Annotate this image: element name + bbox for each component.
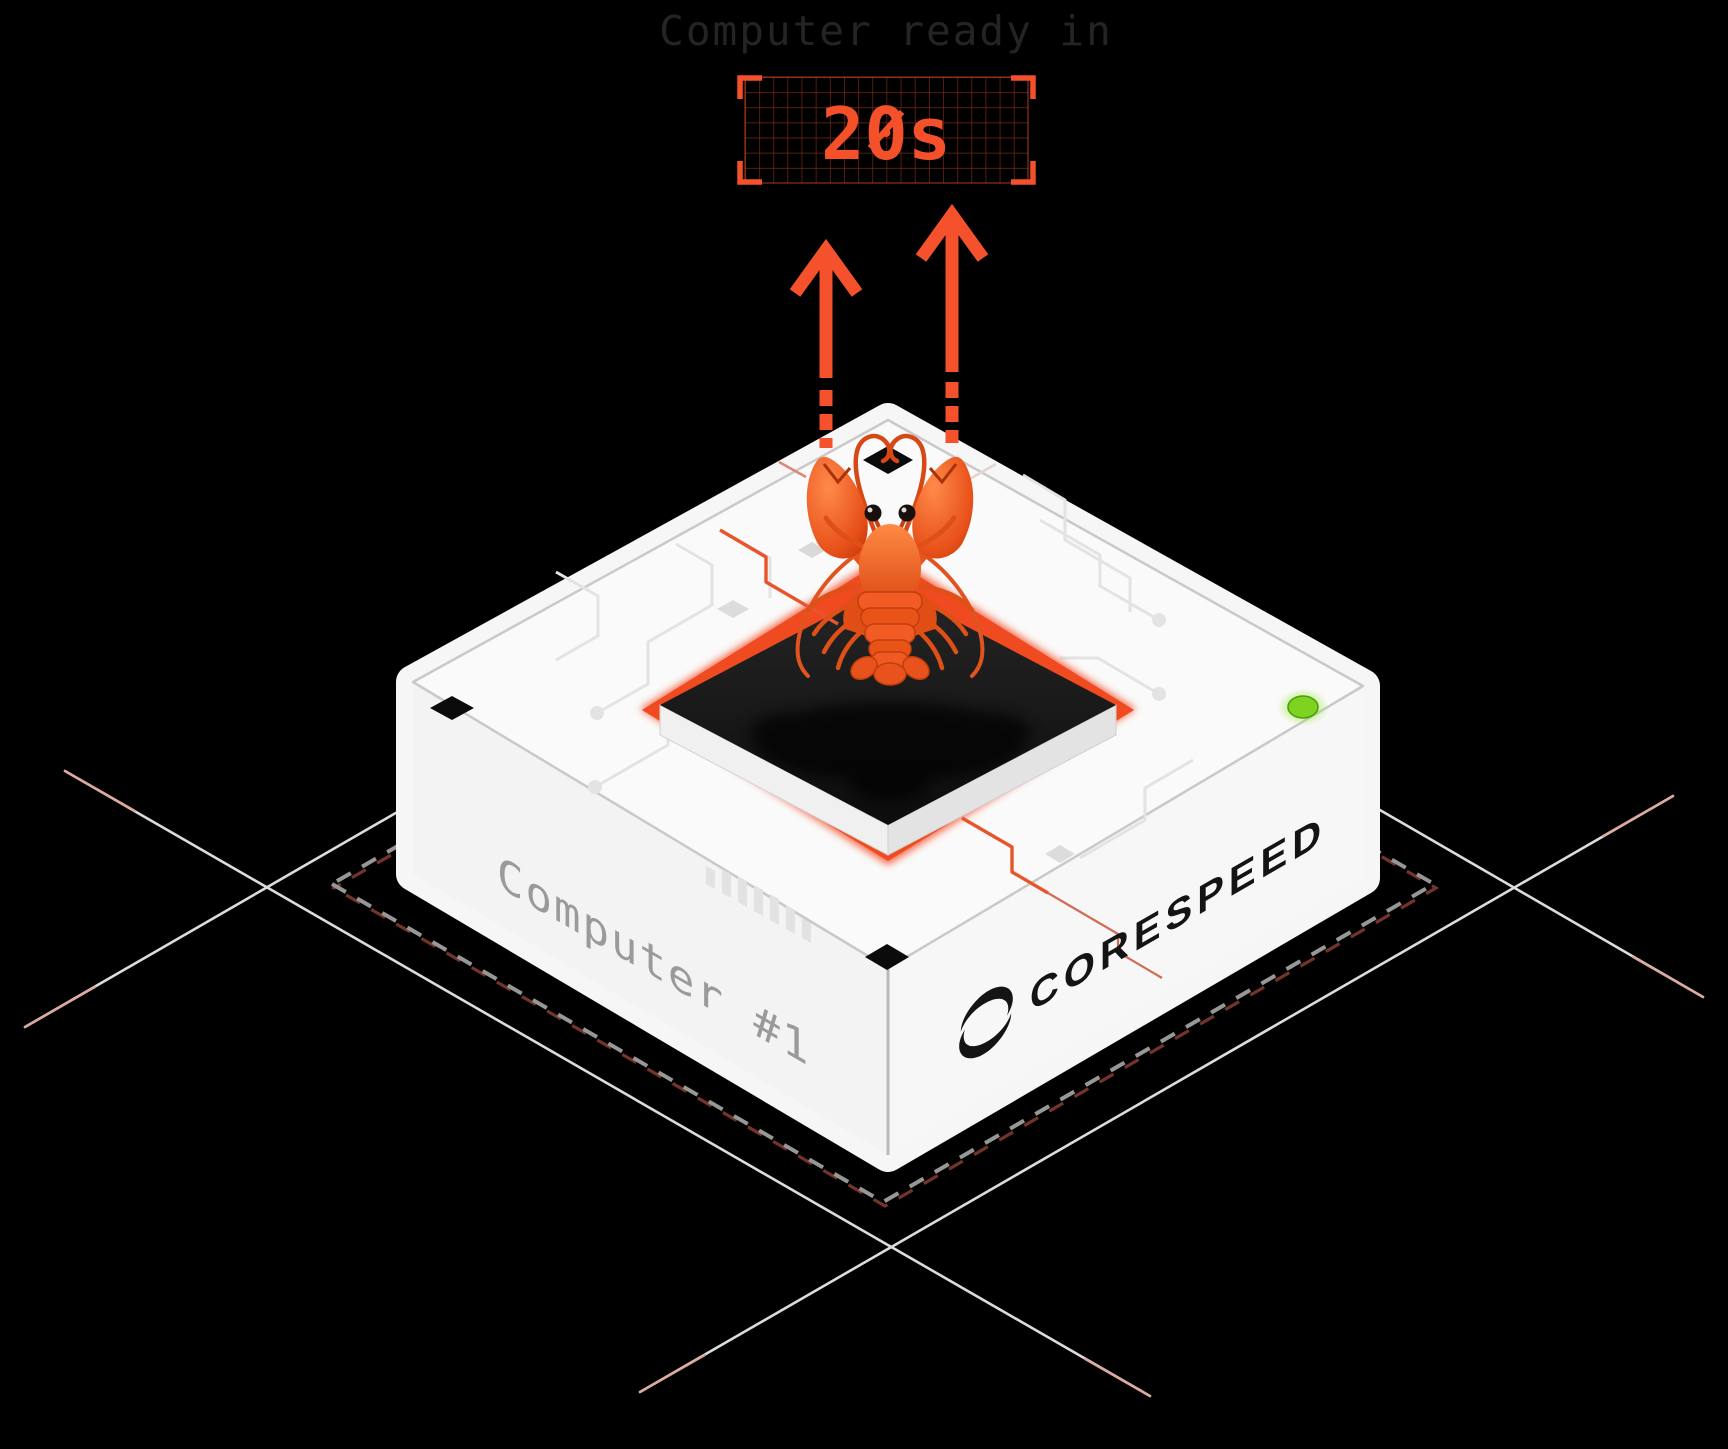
power-led-icon (1287, 695, 1319, 719)
arrow-up-left (789, 238, 863, 448)
dashed-border-red-layer (330, 568, 1440, 1208)
corner-marker-front (865, 944, 909, 970)
lobster-claws (806, 456, 974, 559)
hatch-marks (706, 866, 811, 943)
arrow-up-right (915, 203, 989, 443)
corner-markers (430, 446, 913, 970)
slashed-zero-stroke (867, 110, 905, 150)
floor-line (63, 769, 1152, 1398)
lobster-icon (795, 433, 985, 686)
corespeed-swoosh-icon (959, 986, 1013, 1059)
boot-up-arrows (789, 203, 989, 448)
computer-box: Computer #1 CORESPEED (396, 403, 1380, 1172)
lobster-eyes (864, 504, 916, 528)
claw-pincer-notch (928, 463, 958, 485)
claw-pincer-notch (822, 463, 852, 485)
power-traces (719, 460, 1163, 979)
countdown-corner-brackets (737, 75, 1036, 185)
floor-line-tips (23, 769, 1705, 1398)
orange-trace-right (961, 816, 1049, 895)
chip (640, 553, 1136, 865)
trace-diamond (798, 542, 826, 558)
countdown-panel: 20s (737, 75, 1036, 185)
status-title: Computer ready in (659, 7, 1113, 55)
lobster-carapace (859, 524, 921, 612)
trace-tick-right (967, 462, 997, 482)
orange-trace-right-thin (1047, 892, 1163, 979)
orange-trace-left (719, 528, 839, 626)
lobster-shoulder (911, 592, 937, 637)
lobster-antennae (853, 433, 927, 543)
corner-marker-left (430, 696, 474, 720)
box-left-face (413, 682, 888, 1155)
trace-diamond (717, 600, 749, 618)
lobster-whiskers (795, 543, 985, 678)
lobster-shoulder (843, 592, 869, 637)
led-indicator (1277, 688, 1329, 726)
lobster-shadow (750, 702, 1030, 802)
trace-diamond (1045, 845, 1075, 863)
lobster-tail-fan (850, 655, 930, 686)
trace-tick-left (778, 460, 807, 479)
box-right-face (888, 686, 1363, 1155)
floor-line (638, 794, 1675, 1394)
